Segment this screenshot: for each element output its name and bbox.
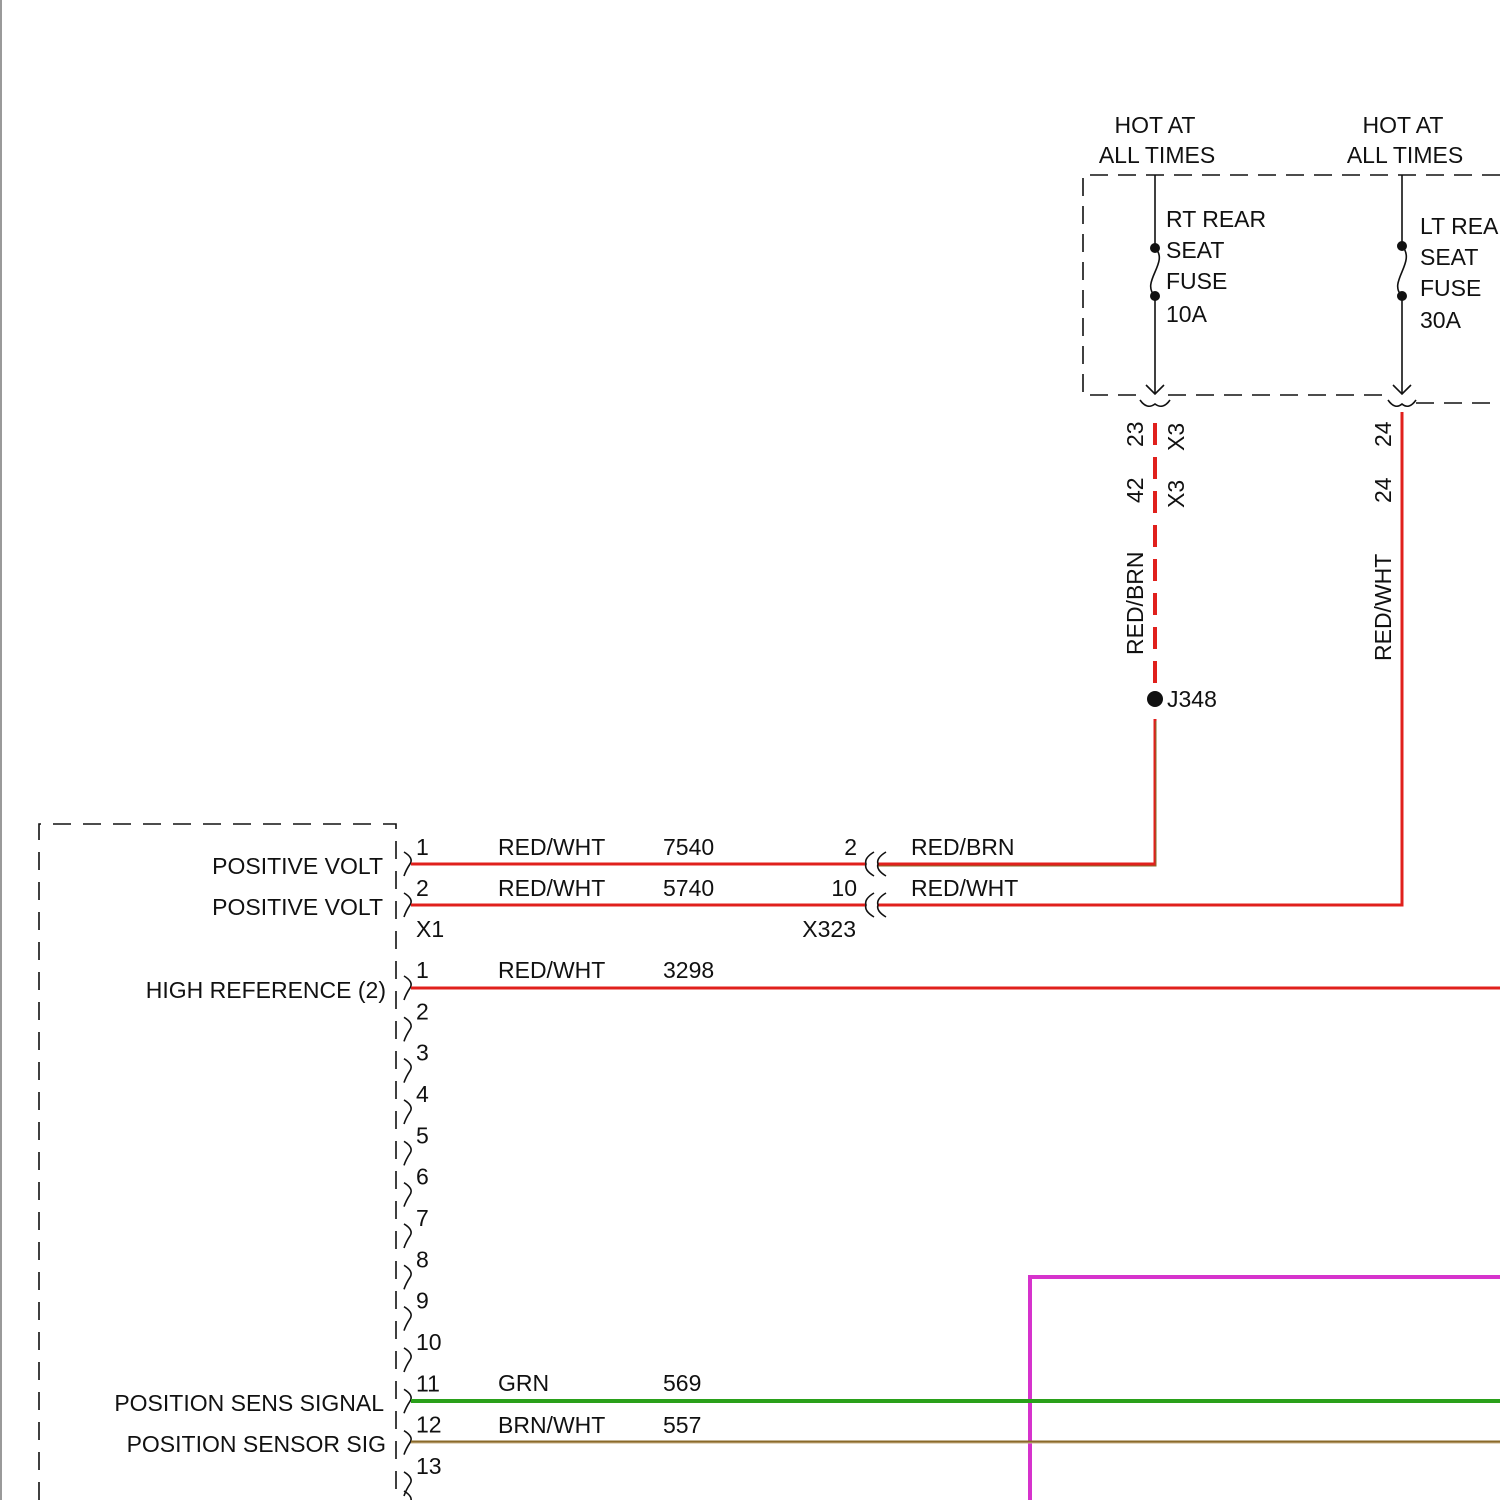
- red-wht-color-label: RED/WHT: [1370, 554, 1396, 661]
- red-brn-color-label: RED/BRN: [1122, 551, 1148, 655]
- position-sens-signal-circuit: 569: [663, 1370, 701, 1396]
- x2-pin-12-number: 12: [416, 1412, 442, 1438]
- x3-top-label: X3: [1163, 423, 1189, 451]
- x323-row1-far-color: RED/BRN: [911, 834, 1015, 860]
- pin-24-bottom-label: 24: [1370, 477, 1396, 503]
- power-source-right-line2: ALL TIMES: [1347, 142, 1463, 168]
- x2-pin-9-terminal: [404, 1307, 411, 1331]
- x2-pin-8-number: 8: [416, 1246, 429, 1272]
- x1-row2-circuit: 5740: [663, 875, 714, 901]
- magenta-wire: [1030, 1277, 1500, 1500]
- x2-pin-11-terminal: [404, 1389, 411, 1413]
- splice-j348-dot: [1147, 691, 1163, 707]
- x323-row2-pin: 10: [831, 875, 857, 901]
- x2-pin-9-number: 9: [416, 1288, 429, 1314]
- power-source-left-line2: ALL TIMES: [1099, 142, 1215, 168]
- high-reference-circuit: 3298: [663, 957, 714, 983]
- x1-row1-pin: 1: [416, 834, 429, 860]
- splice-j348-label: J348: [1167, 686, 1217, 712]
- pin-42-label: 42: [1122, 477, 1148, 503]
- power-source-left-line1: HOT AT: [1115, 112, 1196, 138]
- lt-fuse-line2: SEAT: [1420, 244, 1478, 270]
- x1-row2-pin: 2: [416, 875, 429, 901]
- x323-inline-connector: [866, 852, 886, 917]
- x2-pin-7-terminal: [404, 1224, 411, 1248]
- x2-pin-13-number: 13: [416, 1453, 442, 1479]
- position-sensor-sig-label: POSITION SENSOR SIG: [127, 1431, 386, 1457]
- lt-fuse-line3: FUSE: [1420, 275, 1481, 301]
- rt-fuse-line3: FUSE: [1166, 268, 1227, 294]
- x2-pin-1-number: 1: [416, 957, 429, 983]
- x2-pin-7-number: 7: [416, 1205, 429, 1231]
- x323-row2-far-color: RED/WHT: [911, 875, 1018, 901]
- x3-bottom-label: X3: [1163, 480, 1189, 508]
- x2-pin-2-terminal: [404, 1017, 411, 1041]
- power-source-right-line1: HOT AT: [1363, 112, 1444, 138]
- x2-pin-4-number: 4: [416, 1081, 429, 1107]
- x2-pin-10-number: 10: [416, 1329, 442, 1355]
- x2-pin-3-terminal: [404, 1059, 411, 1083]
- x2-pin-3-number: 3: [416, 1040, 429, 1066]
- x2-pin-6-terminal: [404, 1183, 411, 1207]
- rt-fuse-line2: SEAT: [1166, 237, 1224, 263]
- position-sens-signal-wire-color: GRN: [498, 1370, 549, 1396]
- position-sensor-sig-wire-color: BRN/WHT: [498, 1412, 605, 1438]
- lt-fuse-line1: LT REAR: [1420, 213, 1500, 239]
- x2-pin-1-terminal: [404, 976, 411, 1000]
- x323-row1-pin: 2: [844, 834, 857, 860]
- x1-row2-wire-color: RED/WHT: [498, 875, 605, 901]
- lt-rear-seat-fuse: [1388, 175, 1416, 406]
- x2-pin-11-number: 11: [416, 1370, 440, 1396]
- position-sensor-sig-circuit: 557: [663, 1412, 701, 1438]
- lt-fuse-rating: 30A: [1420, 307, 1462, 333]
- rt-fuse-line1: RT REAR: [1166, 206, 1266, 232]
- x1-row1-circuit: 7540: [663, 834, 714, 860]
- x1-pin-terminals: [404, 852, 411, 917]
- x2-pin-14-terminal: [404, 1491, 411, 1500]
- x2-pin-12-terminal: [404, 1431, 411, 1455]
- pin-23-label: 23: [1122, 421, 1148, 447]
- high-reference-label: HIGH REFERENCE (2): [146, 977, 386, 1003]
- pin-24-top-label: 24: [1370, 421, 1396, 447]
- x2-pin-2-number: 2: [416, 998, 429, 1024]
- x2-pin-4-terminal: [404, 1100, 411, 1124]
- x1-connector-label: X1: [416, 916, 444, 942]
- x2-pin-10-terminal: [404, 1348, 411, 1372]
- x2-pin-5-terminal: [404, 1141, 411, 1165]
- position-sens-signal-label: POSITION SENS SIGNAL: [114, 1390, 384, 1416]
- rt-fuse-rating: 10A: [1166, 301, 1208, 327]
- x2-pin-5-number: 5: [416, 1122, 429, 1148]
- x1-row2-label: POSITIVE VOLT: [212, 894, 383, 920]
- x2-pin-6-number: 6: [416, 1164, 429, 1190]
- x1-row1-label: POSITIVE VOLT: [212, 853, 383, 879]
- x2-pin-8-terminal: [404, 1265, 411, 1289]
- x323-connector-label: X323: [802, 916, 856, 942]
- x1-row1-wire-color: RED/WHT: [498, 834, 605, 860]
- high-reference-wire-color: RED/WHT: [498, 957, 605, 983]
